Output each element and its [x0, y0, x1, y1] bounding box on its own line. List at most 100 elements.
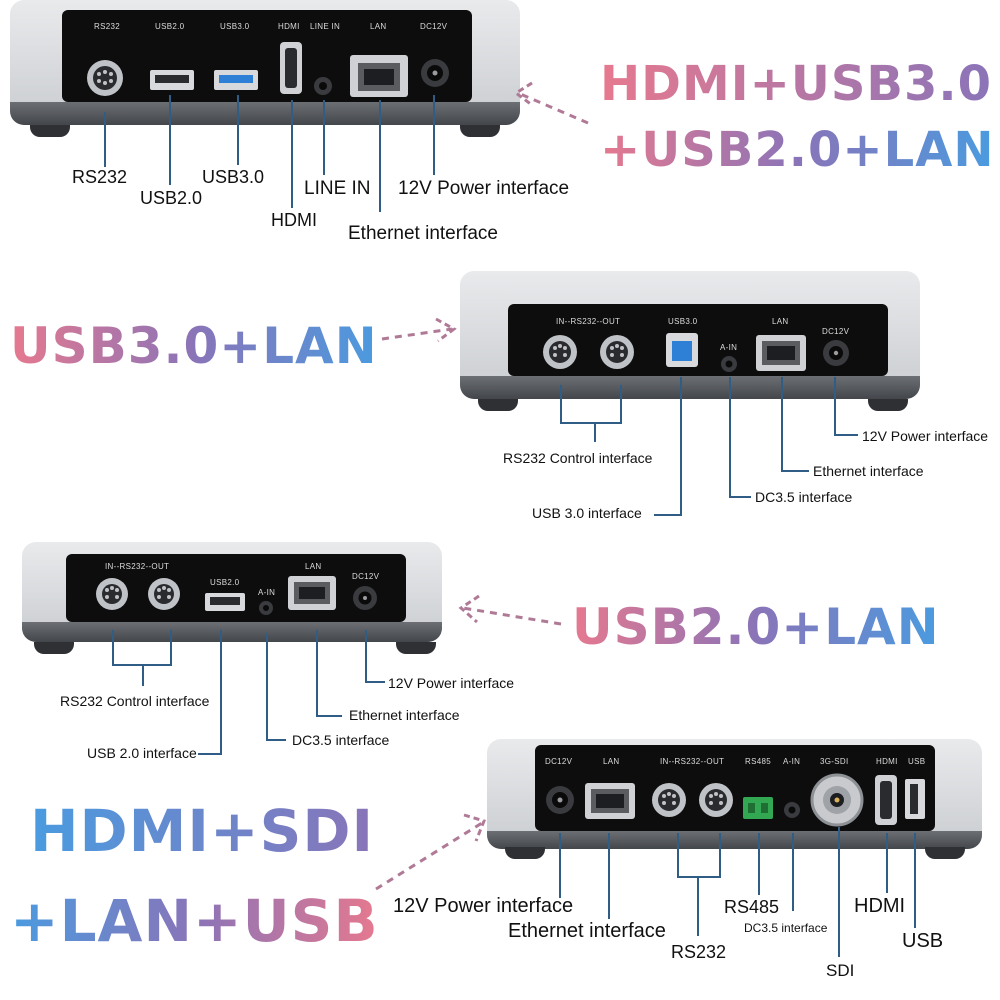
port-label-usb30: USB3.0 [220, 22, 250, 31]
dc-power-jack-icon [546, 786, 574, 814]
title-line1: HDMI+SDI [30, 797, 375, 865]
dc-power-jack-icon [823, 340, 849, 366]
leader-line [142, 664, 144, 686]
rs232-in-port-icon [652, 783, 686, 817]
rs232-port-icon [87, 60, 123, 96]
dashed-arrow-icon [458, 594, 562, 626]
leader-line [677, 876, 721, 878]
usb20-port-icon [150, 70, 194, 90]
caption-sdi: SDI [826, 961, 855, 980]
leader-line [886, 833, 888, 893]
caption-usb: USB [902, 930, 944, 952]
leader-line [834, 434, 858, 436]
device-base [487, 831, 982, 849]
audio-jack-icon [314, 77, 332, 95]
title: USB3.0+LAN [10, 317, 378, 375]
caption-linein: LINE IN [304, 178, 371, 199]
device-foot [30, 125, 70, 137]
port-label-ain: A-IN [783, 757, 801, 766]
dc-power-jack-icon [421, 59, 449, 87]
port-label-lan: LAN [603, 757, 620, 766]
caption-ethernet: Ethernet interface [813, 463, 924, 479]
device-foot [460, 125, 500, 137]
caption-usb30: USB3.0 [202, 167, 265, 187]
dashed-arrow-icon [375, 813, 487, 891]
leader-line [220, 630, 222, 754]
bnc-sdi-connector-icon [810, 773, 864, 827]
leader-line [169, 95, 171, 185]
leader-line [697, 876, 699, 936]
caption-ethernet: Ethernet interface [348, 223, 498, 244]
rs232-in-port-icon [96, 578, 128, 610]
title: USB2.0+LAN [572, 598, 940, 656]
port-label-usb20: USB2.0 [210, 578, 240, 587]
leader-line [560, 385, 562, 423]
device-foot [396, 642, 436, 654]
lan-port-icon [288, 576, 336, 610]
leader-line [266, 739, 286, 741]
port-label-dc12v: DC12V [352, 572, 380, 581]
usb30-b-port-icon [666, 333, 698, 367]
device-rear-view [460, 271, 920, 399]
leader-line [729, 496, 751, 498]
port-label-usb: USB [908, 757, 926, 766]
dc-power-jack-icon [353, 586, 377, 610]
caption-rs485: RS485 [724, 897, 780, 917]
port-label-rs232: IN--RS232--OUT [105, 562, 170, 571]
lan-port-icon [585, 783, 635, 819]
leader-line [559, 833, 561, 898]
port-label-linein: LINE IN [310, 22, 341, 31]
leader-line [719, 833, 721, 877]
caption-usb20: USB 2.0 interface [87, 745, 197, 761]
rs232-out-port-icon [699, 783, 733, 817]
dashed-arrow-icon [513, 81, 589, 125]
leader-line [237, 95, 239, 165]
caption-hdmi: HDMI [854, 895, 906, 917]
port-label-rs485: RS485 [745, 757, 771, 766]
port-label-dc12v: DC12V [822, 327, 850, 336]
port-label-dc12v: DC12V [545, 757, 573, 766]
title-line2: +USB2.0+LAN [600, 122, 995, 178]
leader-line [365, 630, 367, 682]
port-label-sdi: 3G-SDI [820, 757, 849, 766]
leader-line [680, 377, 682, 515]
leader-line [608, 833, 610, 919]
audio-jack-icon [259, 601, 273, 615]
hdmi-port-icon [280, 42, 302, 94]
leader-line [266, 633, 268, 740]
port-label-lan: LAN [370, 22, 387, 31]
leader-line [781, 377, 783, 471]
port-label-hdmi: HDMI [278, 22, 300, 31]
device-rear-view [22, 542, 442, 642]
device-foot [478, 399, 518, 411]
port-label-lan: LAN [772, 317, 789, 326]
leader-line [112, 630, 114, 665]
caption-dc35: DC3.5 interface [292, 732, 390, 748]
leader-line [729, 377, 731, 497]
leader-line [620, 385, 622, 423]
port-label-usb30: USB3.0 [668, 317, 698, 326]
caption-rs232: RS232 Control interface [60, 693, 210, 709]
dashed-arrow-icon [381, 317, 457, 343]
leader-line [316, 630, 318, 716]
port-label-lan: LAN [305, 562, 322, 571]
leader-line [379, 100, 381, 212]
panel-hdmi-sdi-lan-usb: DC12V LAN IN--RS232--OUT RS485 A-IN 3G-S… [0, 735, 1000, 1000]
audio-jack-icon [721, 356, 737, 372]
rs232-in-port-icon [543, 335, 577, 369]
caption-power: 12V Power interface [862, 428, 989, 444]
audio-jack-icon [784, 802, 800, 818]
caption-dc35: DC3.5 interface [755, 489, 853, 505]
caption-rs232: RS232 [671, 942, 727, 962]
caption-usb30: USB 3.0 interface [532, 505, 642, 521]
device-foot [925, 847, 965, 859]
title-line2: +LAN+USB [10, 887, 379, 955]
caption-power: 12V Power interface [398, 178, 570, 199]
lan-port-icon [756, 335, 806, 371]
port-label-dc12v: DC12V [420, 22, 448, 31]
leader-line [758, 833, 760, 895]
caption-dc35: DC3.5 interface [744, 921, 828, 935]
caption-ethernet: Ethernet interface [349, 707, 460, 723]
panel-usb20-lan: IN--RS232--OUT USB2.0 A-IN LAN DC12V RS2… [0, 538, 1000, 768]
rs232-out-port-icon [148, 578, 180, 610]
